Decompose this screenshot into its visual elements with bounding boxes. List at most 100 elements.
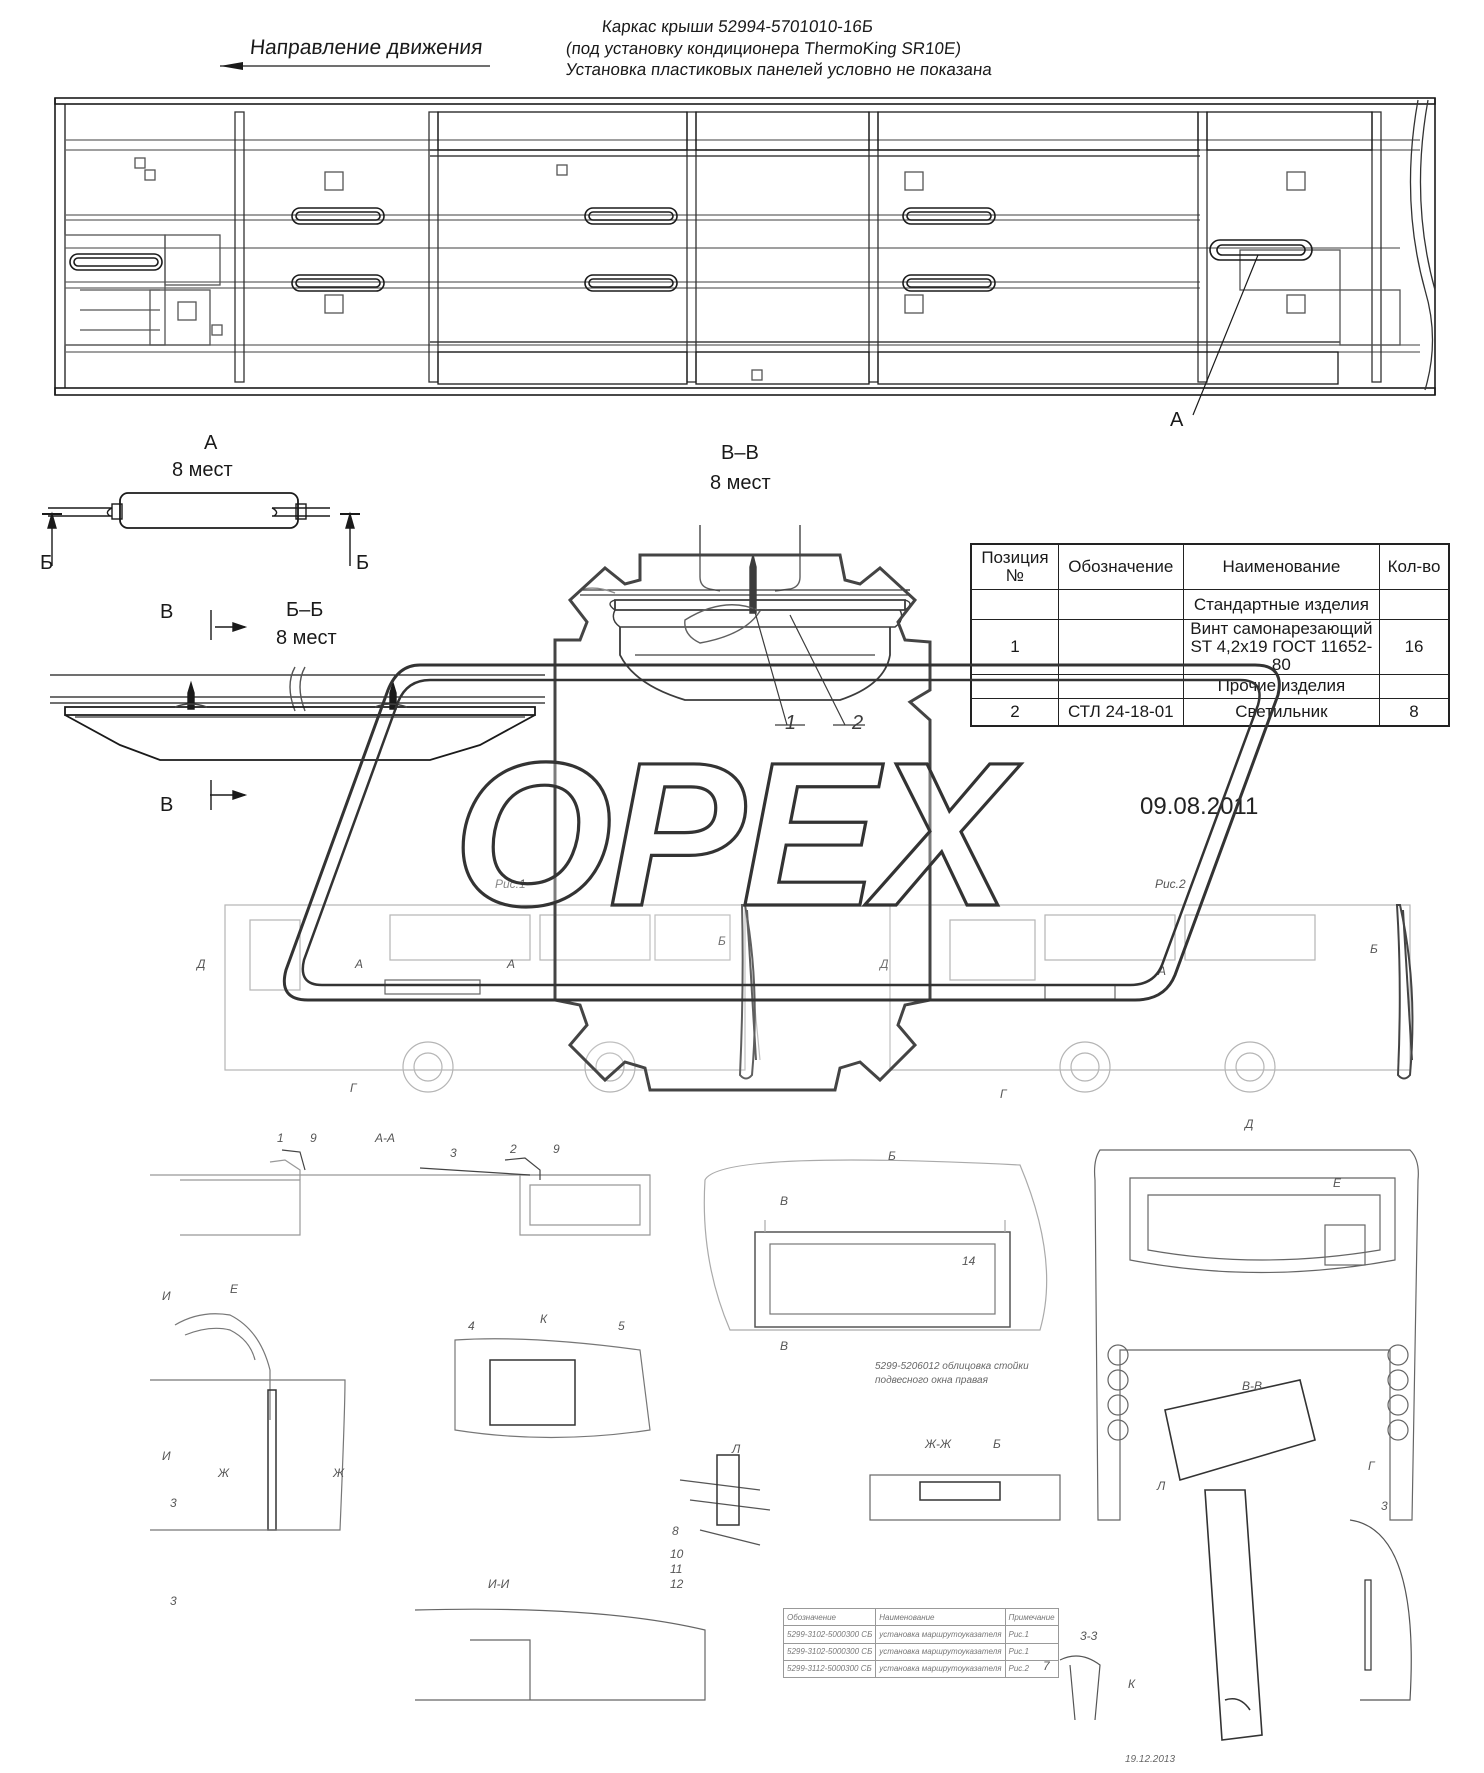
view-b-label: Б xyxy=(888,1149,896,1163)
stamp-header: Наименование xyxy=(875,1607,1006,1627)
spec-row1-code xyxy=(1057,619,1184,675)
roof-frame-plan xyxy=(54,97,1436,416)
view-e xyxy=(150,1313,346,1531)
bus-label-b2: Б xyxy=(1370,942,1378,956)
view-d xyxy=(1093,1149,1419,1521)
bus-label-d1: Д xyxy=(197,957,206,971)
trim-note-1: 5299-5206012 облицовка стойки xyxy=(875,1361,1029,1372)
view-ii xyxy=(414,1608,706,1701)
view-bb-title: Б–Б xyxy=(286,599,324,621)
stamp-header: Обозначение xyxy=(782,1607,877,1627)
bus-label-a2: А xyxy=(507,957,516,971)
stamp-cell: 5299-3112-5000300 СБ xyxy=(782,1659,877,1679)
aa-num-1: 1 xyxy=(277,1131,284,1145)
view-g-label: Г xyxy=(1368,1459,1375,1473)
direction-arrow-icon xyxy=(220,62,490,70)
stamp-header: Примечание xyxy=(1004,1607,1059,1627)
view-d-label: Д xyxy=(1245,1117,1254,1131)
spec-row1-pos: 1 xyxy=(970,619,1059,675)
spec-row1-name: Винт самонарезающий ST 4,2х19 ГОСТ 11652… xyxy=(1182,619,1381,675)
bus-side-view-left xyxy=(224,904,761,1093)
spec-header-name: Наименование xyxy=(1182,543,1381,590)
left-label-zh2: Ж xyxy=(333,1466,345,1480)
bus-label-d2: Д xyxy=(880,957,889,971)
view-bb-qty: 8 мест xyxy=(276,627,337,649)
view-l-label2: Л xyxy=(1157,1479,1166,1493)
route-display-left xyxy=(738,904,757,1080)
bus-label-a1: А xyxy=(355,957,364,971)
spec-section-standard: Стандартные изделия xyxy=(1182,589,1381,620)
spec-header-position: Позиция № xyxy=(970,543,1059,590)
aa-num-3: 3 xyxy=(450,1146,457,1160)
cut-v-top-label: В xyxy=(160,601,174,623)
spec-section-other: Прочие изделия xyxy=(1182,673,1381,699)
view-k-label: К xyxy=(540,1312,548,1326)
part-14-label: 14 xyxy=(962,1254,976,1268)
spec-header-qty: Кол-во xyxy=(1379,543,1450,590)
left-label-i1: И xyxy=(162,1289,171,1303)
view-l-label1: Л xyxy=(732,1442,741,1456)
view-zz xyxy=(869,1474,1061,1521)
bus-label-a3: А xyxy=(1158,964,1167,978)
leader-1-label: 1 xyxy=(785,712,797,734)
left-label-31: 3 xyxy=(170,1496,177,1510)
spec-header-designation: Обозначение xyxy=(1057,543,1184,590)
spec-row1-name-line1: Винт самонарезающий xyxy=(1190,619,1373,638)
view-vv-qty: 8 мест xyxy=(710,472,771,494)
stamp-cell: установка маршрутоуказателя xyxy=(875,1642,1006,1661)
drawing-date: 09.08.2011 xyxy=(1140,793,1259,820)
stamp-cell: установка маршрутоуказателя xyxy=(875,1659,1006,1679)
cut-v-bottom-label: В xyxy=(160,794,174,816)
stamp-cell: Рис.1 xyxy=(1004,1642,1059,1661)
view-l xyxy=(679,1454,771,1546)
l-num-8: 8 xyxy=(672,1524,679,1538)
callout-a-label: А xyxy=(1170,409,1184,431)
view-33-label: 3-3 xyxy=(1080,1629,1098,1643)
l-num-12: 12 xyxy=(670,1577,684,1591)
view-vv2-label: В-В xyxy=(1242,1379,1263,1393)
view-b-cut-v2: В xyxy=(780,1339,789,1353)
view-b-cut-v1: В xyxy=(780,1194,789,1208)
spec-row2-pos: 2 xyxy=(970,697,1059,727)
view-3-label: 3 xyxy=(1381,1499,1388,1513)
l-num-11: 11 xyxy=(670,1562,683,1576)
spec-row2-code: СТЛ 24-18-01 xyxy=(1057,697,1184,727)
spec-row1-name-line2: ST 4,2х19 ГОСТ 11652-80 xyxy=(1190,636,1373,674)
leader-2-label: 2 xyxy=(852,712,864,734)
section-aa-label: А-А xyxy=(375,1131,396,1145)
view-bb-graphic xyxy=(50,610,545,810)
aa-num-9b: 9 xyxy=(553,1142,560,1156)
fig1-label: Рис.1 xyxy=(495,877,526,891)
route-display-right xyxy=(1395,904,1414,1080)
view-a-title: А xyxy=(204,432,218,454)
cut-b-left-label: Б xyxy=(40,552,54,574)
bus-label-b1: Б xyxy=(718,934,726,948)
view-k-num5: 5 xyxy=(618,1319,625,1333)
bus-label-g2: Г xyxy=(1000,1087,1007,1101)
view-vv-title: В–В xyxy=(721,442,759,464)
aa-num-2: 2 xyxy=(510,1142,517,1156)
small-date: 19.12.2013 xyxy=(1125,1754,1176,1765)
trim-note-2: подвесного окна правая xyxy=(875,1375,988,1386)
spec-row2-qty: 8 xyxy=(1379,697,1450,727)
stamp-cell: Рис.1 xyxy=(1004,1625,1059,1644)
view-zz-label: Ж-Ж xyxy=(925,1437,952,1451)
view-vv-second xyxy=(1164,1379,1316,1741)
left-label-i2: И xyxy=(162,1449,171,1463)
view-e-label: Е xyxy=(1333,1176,1342,1190)
spec-row1-qty: 16 xyxy=(1379,619,1450,675)
view-b xyxy=(703,1159,1048,1331)
view-zz-b: Б xyxy=(993,1437,1001,1451)
view-k-num4: 4 xyxy=(468,1319,475,1333)
view-ii-label: И-И xyxy=(488,1577,510,1591)
view-g xyxy=(1059,1519,1412,1721)
stamp-cell: Рис.2 xyxy=(1004,1659,1059,1679)
aa-num-9a: 9 xyxy=(310,1131,317,1145)
view-a-qty: 8 мест xyxy=(172,459,233,481)
bus-side-view-right xyxy=(889,904,1411,1093)
view-vv-graphic xyxy=(579,525,911,726)
section-aa xyxy=(150,1149,651,1236)
view-k xyxy=(454,1338,651,1439)
